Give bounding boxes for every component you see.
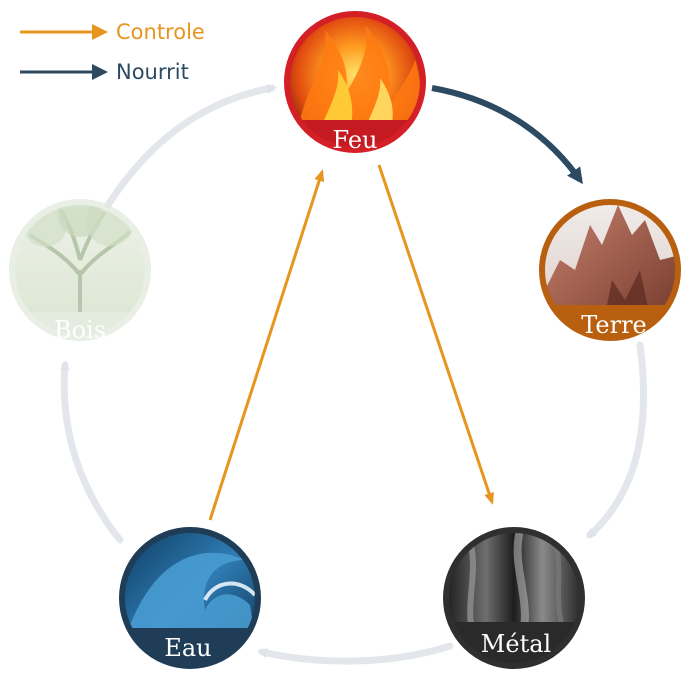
metal-node: Métal	[443, 527, 585, 669]
feu-label: Feu	[333, 126, 378, 154]
terre-node: Terre	[539, 199, 681, 341]
cycle-arrow-metal-eau	[257, 642, 454, 665]
bois-node: Bois	[9, 199, 151, 344]
legend-nourrit-label: Nourrit	[116, 60, 189, 84]
cycle-arrow-eau-bois	[59, 360, 124, 544]
metal-label: Métal	[481, 630, 551, 658]
cycle-arrow-bois-feu	[104, 83, 277, 209]
controle-arrow-eau-feu	[208, 169, 325, 521]
legend-controle-arrowhead	[92, 24, 108, 40]
feu-node: Feu	[284, 11, 426, 154]
eau-node: Eau	[119, 527, 261, 669]
bois-label: Bois	[54, 316, 106, 344]
legend-controle-label: Controle	[116, 20, 205, 44]
eau-label: Eau	[164, 634, 211, 662]
cycle-arrow-terre-metal	[586, 341, 647, 539]
nourrit-arrow-feu-terre	[431, 85, 583, 185]
controle-arrow-feu-metal	[377, 164, 494, 505]
legend-nourrit-arrowhead	[92, 64, 108, 80]
terre-label: Terre	[581, 311, 647, 339]
